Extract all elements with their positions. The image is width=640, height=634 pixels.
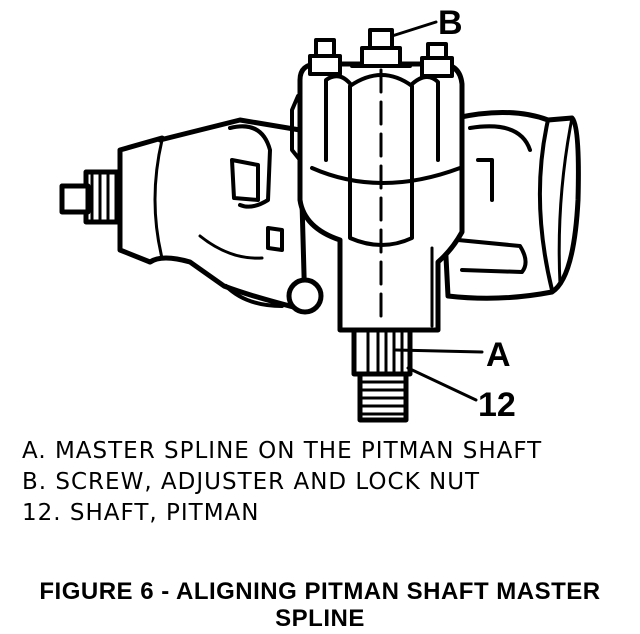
legend-item-a: A. MASTER SPLINE ON THE PITMAN SHAFT — [22, 438, 543, 464]
steering-gear-illustration: B A 12 — [59, 4, 581, 424]
leader-line-12 — [406, 366, 478, 402]
adjuster-screw-lock-nut — [350, 28, 412, 68]
figure-caption-line-1: FIGURE 6 - ALIGNING PITMAN SHAFT MASTER — [39, 578, 601, 605]
callout-b: B — [438, 4, 463, 42]
figure-caption-line-2: SPLINE — [275, 605, 365, 632]
gear-housing-left — [117, 117, 324, 315]
input-shaft — [59, 169, 125, 225]
leader-line-a — [394, 348, 484, 354]
leader-line-b — [390, 20, 438, 38]
legend-item-12: 12. SHAFT, PITMAN — [22, 500, 260, 526]
gear-housing-right — [437, 110, 581, 301]
callout-12: 12 — [478, 386, 516, 424]
legend: A. MASTER SPLINE ON THE PITMAN SHAFT B. … — [22, 436, 632, 529]
pitman-shaft — [351, 327, 413, 423]
figure-caption: FIGURE 6 - ALIGNING PITMAN SHAFT MASTER … — [0, 578, 640, 632]
callout-a: A — [486, 336, 511, 374]
side-cover-bolt-right — [420, 42, 454, 78]
legend-item-b: B. SCREW, ADJUSTER AND LOCK NUT — [22, 469, 481, 495]
side-cover-bolt-left — [308, 38, 342, 76]
